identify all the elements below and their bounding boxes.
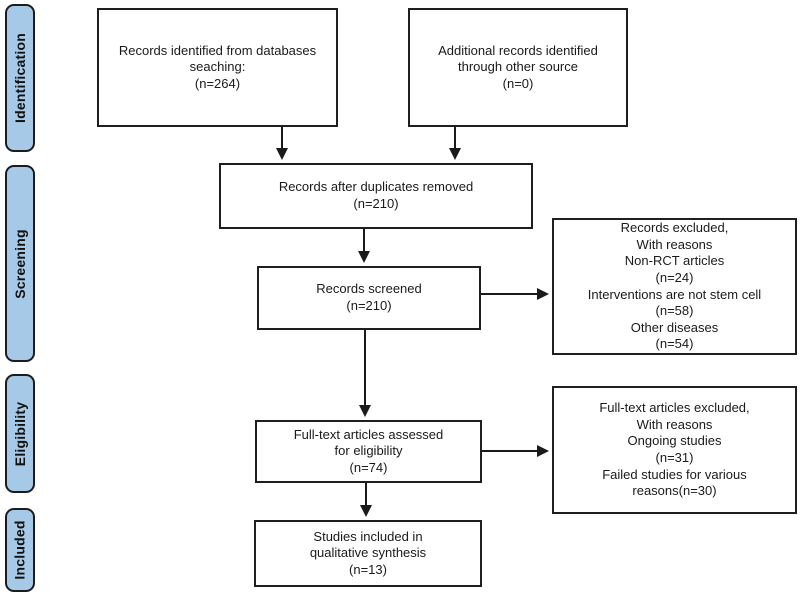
stage-included: Included (5, 508, 35, 592)
box-records-screened: Records screened (n=210) (257, 266, 481, 330)
stage-eligibility: Eligibility (5, 374, 35, 493)
box-records-identified: Records identified from databases seachi… (97, 8, 338, 127)
box-duplicates-removed: Records after duplicates removed (n=210) (219, 163, 533, 229)
stage-identification-label: Identification (12, 33, 29, 123)
box-additional-records: Additional records identified through ot… (408, 8, 628, 127)
box-records-excluded: Records excluded, With reasons Non-RCT a… (552, 218, 797, 355)
stage-screening-label: Screening (12, 228, 28, 299)
box-studies-included: Studies included in qualitative synthesi… (254, 520, 482, 587)
stage-screening: Screening (5, 165, 35, 362)
stage-included-label: Included (12, 520, 29, 580)
stage-eligibility-label: Eligibility (12, 401, 28, 466)
stage-identification: Identification (5, 4, 35, 152)
box-fulltext-excluded: Full-text articles excluded, With reason… (552, 386, 797, 514)
box-fulltext-assessed: Full-text articles assessed for eligibil… (255, 420, 482, 483)
